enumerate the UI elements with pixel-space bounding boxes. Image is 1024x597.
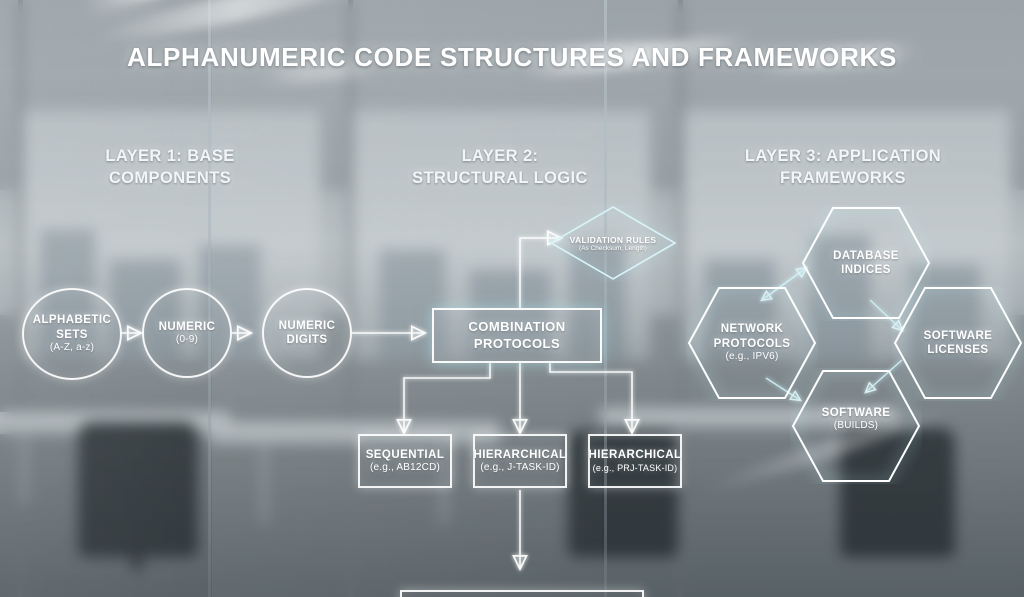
node-numeric-line2: (0-9) [175, 333, 199, 345]
node-hierarchical-task[interactable]: HIERARCHICAL (e.g., J-TASK-ID) [473, 434, 567, 488]
hexagon-shape [893, 287, 1023, 399]
node-hierarchical-prj-line2: (e.g., PRJ-TASK-ID) [592, 462, 678, 473]
page-title: ALPHANUMERIC CODE STRUCTURES AND FRAMEWO… [126, 42, 898, 72]
layer-2-heading-line2: STRUCTURAL LOGIC [412, 168, 588, 187]
node-database-indices-line1: DATABASE [833, 249, 899, 262]
node-network-protocols-line2: PROTOCOLS [713, 337, 791, 350]
node-alphabetic-sets[interactable]: ALPHABETIC SETS (A-Z, a-z) [22, 288, 122, 380]
node-combination-protocols[interactable]: COMBINATION PROTOCOLS [432, 308, 602, 363]
node-combination-protocols-line1: COMBINATION [468, 319, 566, 335]
hexagon-shape [687, 287, 817, 399]
node-hierarchical-task-line2: (e.g., J-TASK-ID) [480, 461, 560, 473]
layer-3-heading-line1: LAYER 3: APPLICATION [744, 147, 942, 165]
node-network-protocols-line3: (e.g., IPV6) [725, 351, 779, 363]
layer-1-heading-line2: COMPONENTS [108, 168, 232, 187]
node-numeric-digits[interactable]: NUMERIC DIGITS [262, 288, 352, 378]
node-software-licenses-line2: LICENSES [927, 344, 989, 356]
node-hierarchical-task-line1: HIERARCHICAL [473, 448, 567, 461]
layer-1-heading: LAYER 1: BASE COMPONENTS [38, 146, 302, 190]
node-validation-rules-line2: (As Checksum, Length) [579, 244, 647, 252]
node-software-builds[interactable]: SOFTWARE (BUILDS) [790, 368, 922, 484]
node-alphabetic-sets-line2: SETS [56, 328, 88, 341]
node-numeric[interactable]: NUMERIC (0-9) [142, 288, 232, 378]
node-software-builds-line1: SOFTWARE [821, 406, 891, 419]
node-software-licenses[interactable]: SOFTWARE LICENSES [892, 285, 1024, 401]
layer-2-heading-line1: LAYER 2: [461, 147, 539, 165]
node-hierarchical-prj-line1: HIERARCHICAL [588, 449, 682, 462]
node-validation-rules[interactable]: VALIDATION RULES (As Checksum, Length) [548, 204, 678, 282]
node-hierarchical-prj[interactable]: HIERARCHICAL (e.g., PRJ-TASK-ID) [588, 434, 682, 488]
node-sequential-line1: SEQUENTIAL [365, 448, 445, 461]
node-database-indices-line2: INDICES [841, 264, 891, 276]
hexagon-shape [791, 370, 921, 482]
node-combination-protocols-line2: PROTOCOLS [473, 335, 561, 351]
node-database-indices[interactable]: DATABASE INDICES [800, 205, 932, 321]
node-numeric-line1: NUMERIC [158, 320, 216, 333]
layer-3-heading-line2: FRAMEWORKS [780, 168, 906, 187]
node-sequential[interactable]: SEQUENTIAL (e.g., AB12CD) [358, 434, 452, 488]
glass-panel-edge [604, 0, 607, 597]
node-software-builds-line2: (BUILDS) [833, 419, 879, 431]
hexagon-shape [801, 207, 931, 319]
layer-3-heading: LAYER 3: APPLICATION FRAMEWORKS [718, 146, 968, 190]
node-network-protocols-line1: NETWORK [720, 323, 784, 336]
node-validation-rules-line1: VALIDATION RULES [569, 234, 657, 245]
node-sequential-line2: (e.g., AB12CD) [369, 461, 441, 473]
node-network-protocols[interactable]: NETWORK PROTOCOLS (e.g., IPV6) [686, 285, 818, 401]
diamond-shape [549, 206, 677, 280]
node-numeric-digits-line2: DIGITS [286, 334, 328, 346]
layer-2-heading: LAYER 2: STRUCTURAL LOGIC [388, 146, 612, 190]
node-alphabetic-sets-line3: (A-Z, a-z) [49, 342, 95, 354]
node-numeric-digits-line1: NUMERIC [278, 319, 336, 332]
node-bottom-partial[interactable] [400, 590, 644, 597]
node-software-licenses-line1: SOFTWARE [923, 329, 993, 342]
node-alphabetic-sets-line1: ALPHABETIC [32, 314, 112, 327]
layer-1-heading-line1: LAYER 1: BASE [105, 147, 235, 165]
